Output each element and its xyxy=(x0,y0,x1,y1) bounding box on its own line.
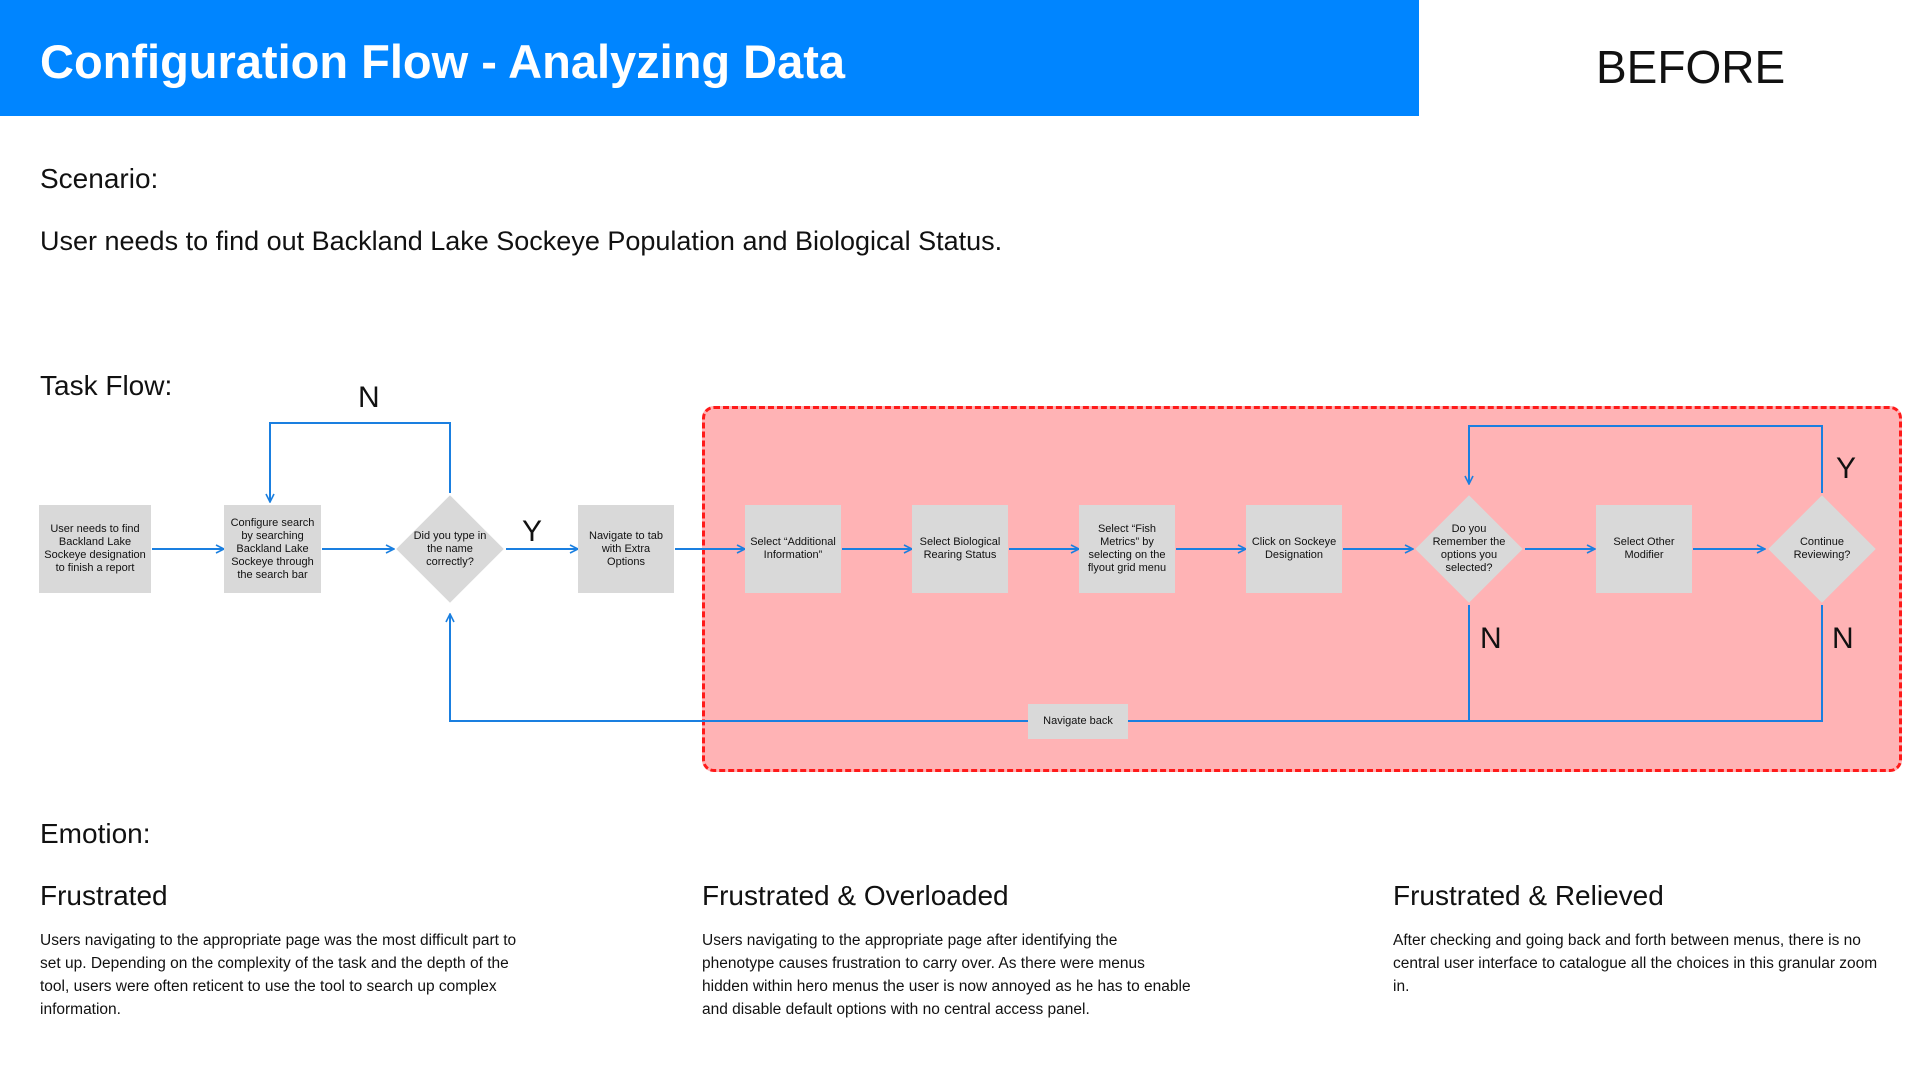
decision-label: Continue Reviewing? xyxy=(1793,536,1851,561)
step-other-modifier: Select Other Modifier xyxy=(1596,505,1692,593)
step-need-report: User needs to find Backland Lake Sockeye… xyxy=(39,505,151,593)
decision-label: Did you type in the name correctly? xyxy=(413,529,487,568)
loop-continue-review xyxy=(1469,425,1823,493)
step-additional-info: Select “Additional Information” xyxy=(745,505,841,593)
step-fish-metrics: Select “Fish Metrics” by selecting on th… xyxy=(1079,505,1175,593)
emotion-title-2: Frustrated & Overloaded xyxy=(702,880,1009,911)
navigate-back-box: Navigate back xyxy=(1028,704,1128,739)
scenario-label: Scenario: xyxy=(40,163,159,194)
decision-continue-reviewing: Continue Reviewing? xyxy=(1767,494,1877,604)
emotion-text-2: Users navigating to the appropriate page… xyxy=(702,932,1191,1018)
no-label-retry: N xyxy=(358,381,380,414)
step-biological-rearing: Select Biological Rearing Status xyxy=(912,505,1008,593)
header-bar xyxy=(0,0,1419,116)
loop-navigate-back xyxy=(450,605,1823,722)
yes-label-name-correct: Y xyxy=(522,515,543,548)
emotion-title-1: Frustrated xyxy=(40,880,168,911)
loop-retry-search xyxy=(270,422,451,502)
scenario-text: User needs to find out Backland Lake Soc… xyxy=(40,226,1003,256)
emotion-text-1: Users navigating to the appropriate page… xyxy=(40,932,517,1018)
step-sockeye-designation: Click on Sockeye Designation xyxy=(1246,505,1342,593)
no-label-remember: N xyxy=(1480,622,1502,655)
no-label-continue: N xyxy=(1832,622,1854,655)
emotion-label: Emotion: xyxy=(40,818,151,849)
page-title: Configuration Flow - Analyzing Data xyxy=(40,35,846,88)
decision-remember-options: Do you Remember the options you selected… xyxy=(1414,494,1524,604)
task-flow-label: Task Flow: xyxy=(40,370,173,401)
before-tag: BEFORE xyxy=(1596,41,1786,93)
decision-name-correct: Did you type in the name correctly? xyxy=(395,494,505,604)
emotion-text-3: After checking and going back and forth … xyxy=(1393,932,1878,995)
step-navigate-tab: Navigate to tab with Extra Options xyxy=(578,505,674,593)
step-configure-search: Configure search by searching Backland L… xyxy=(224,505,321,593)
emotion-title-3: Frustrated & Relieved xyxy=(1393,880,1664,911)
yes-label-continue: Y xyxy=(1836,452,1857,485)
decision-label: Do you Remember the options you selected… xyxy=(1432,523,1506,574)
